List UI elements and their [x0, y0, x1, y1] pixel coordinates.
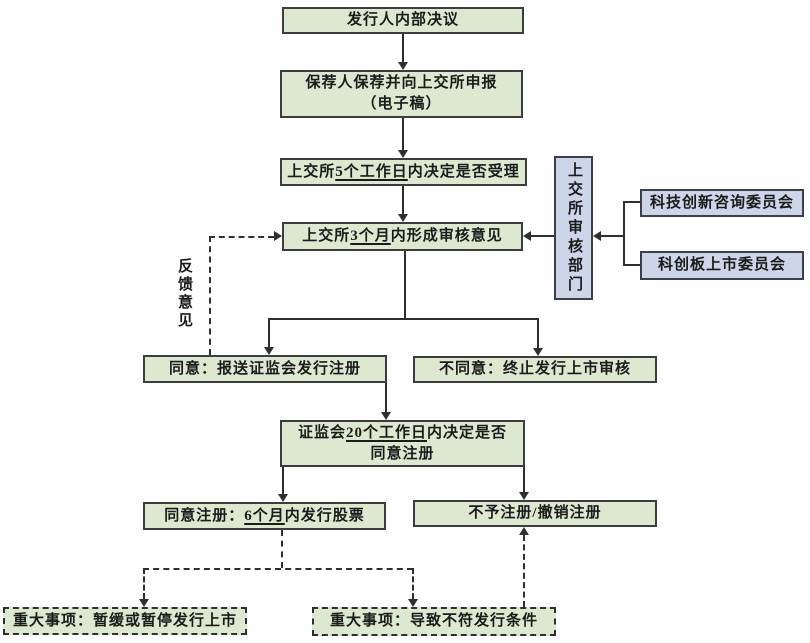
approve-dashed-stem [281, 530, 283, 568]
node-sse-audit-department: 上交所审核部门 [554, 156, 593, 300]
connector-split-to-disagree [537, 318, 539, 349]
node-sse-acceptance-underlined: 5个工作日 [335, 163, 408, 180]
connector-junction-to-dept [601, 235, 623, 237]
arrowhead-feedback-to-opinion [274, 231, 282, 241]
connector-csrc-to-approve [282, 467, 284, 495]
connector-listing-to-junction [623, 264, 640, 266]
arrowhead-csrc-to-approve [278, 494, 288, 502]
arrowhead-to-noncompliant [408, 599, 418, 607]
arrowhead-agree-to-csrc [381, 412, 391, 420]
noncompliant-to-deny-dashed [523, 535, 525, 607]
arrowhead-csrc-to-deny [519, 492, 529, 500]
approve-dashed-bar [143, 568, 413, 570]
node-csrc-text2: 内决定是否 [427, 424, 508, 441]
arrowhead-split-to-agree [264, 347, 274, 355]
feedback-dashed-horizontal [209, 236, 274, 238]
node-issuer-resolution: 发行人内部决议 [282, 7, 524, 34]
feedback-dashed-vertical [209, 236, 211, 355]
connector-issuer-to-sponsor [402, 34, 404, 63]
arrowhead-issuer-to-sponsor [398, 62, 408, 70]
node-sse-acceptance-text: 上交所 [287, 163, 336, 180]
connector-acceptance-to-opinion [402, 186, 404, 215]
node-csrc-underlined: 20个工作日 [345, 424, 427, 441]
node-major-event-noncompliant-label: 重大事项：导致不符发行条件 [329, 613, 538, 629]
connector-sponsor-to-acceptance [402, 118, 404, 151]
feedback-opinion-label: 反馈意见 [176, 258, 192, 330]
node-sse-audit-department-label: 上交所审核部门 [566, 161, 582, 295]
arrowhead-split-to-disagree [533, 348, 543, 356]
node-sse-acceptance-text2: 内决定是否受理 [407, 163, 520, 180]
node-disagree-label: 不同意：终止发行上市审核 [438, 361, 631, 377]
dashed-to-suspend [143, 568, 145, 599]
connector-csrc-to-deny [523, 467, 525, 493]
node-sse-opinion-underlined: 3个月 [350, 228, 391, 244]
arrowhead-dept-to-opinion [523, 231, 531, 241]
node-approve-registration: 同意注册：6个月内发行股票 [143, 502, 386, 530]
node-issuer-resolution-label: 发行人内部决议 [346, 12, 459, 28]
node-deny-label: 不予注册/撤销注册 [468, 505, 602, 521]
connector-dept-to-opinion [531, 235, 554, 237]
connector-advisory-to-junction [623, 201, 640, 203]
node-sponsor-filing: 保荐人保荐并向上交所申报 （电子稿） [280, 70, 523, 118]
dashed-to-noncompliant [412, 568, 414, 599]
node-major-event-suspend-label: 重大事项：暂缓或暂停发行上市 [12, 612, 237, 629]
node-sse-opinion-text: 上交所 [302, 228, 351, 244]
arrowhead-to-suspend [139, 599, 149, 607]
node-disagree-terminate: 不同意：终止发行上市审核 [413, 356, 657, 383]
arrowhead-acceptance-to-opinion [398, 214, 408, 222]
node-major-event-noncompliant: 重大事项：导致不符发行条件 [312, 607, 556, 636]
arrowhead-noncompliant-to-deny [519, 527, 529, 535]
node-star-listing-committee: 科创板上市委员会 [640, 251, 804, 280]
node-tech-innovation-advisory-committee: 科技创新咨询委员会 [640, 189, 804, 217]
node-advisory-label: 科技创新咨询委员会 [649, 194, 794, 211]
connector-committee-junction [623, 201, 625, 266]
connector-agree-to-csrc [385, 383, 387, 413]
connector-split-to-agree [268, 318, 270, 348]
connector-opinion-split-bar [268, 318, 539, 320]
arrowhead-sponsor-to-acceptance [398, 150, 408, 158]
node-approve-underlined: 6个月 [244, 507, 285, 524]
node-agree-label: 同意：报送证监会发行注册 [168, 360, 361, 377]
node-sponsor-filing-line2: （电子稿） [361, 96, 442, 112]
arrowhead-junction-to-dept [593, 231, 601, 241]
node-approve-text2: 内发行股票 [284, 507, 365, 524]
node-csrc-decision: 证监会20个工作日内决定是否 同意注册 [280, 420, 525, 467]
node-deny-or-revoke-registration: 不予注册/撤销注册 [413, 500, 657, 527]
node-csrc-decision-line2: 同意注册 [370, 445, 435, 462]
node-agree-submit-csrc: 同意：报送证监会发行注册 [143, 355, 387, 383]
node-csrc-decision-line1: 证监会20个工作日内决定是否 [298, 423, 507, 444]
node-major-event-suspend: 重大事项：暂缓或暂停发行上市 [3, 607, 247, 635]
connector-opinion-split-stem [404, 251, 406, 320]
node-sse-opinion-text2: 内形成审核意见 [390, 228, 503, 244]
node-approve-text: 同意注册： [164, 507, 245, 524]
node-listing-committee-label: 科创板上市委员会 [657, 257, 786, 273]
node-sponsor-filing-line1: 保荐人保荐并向上交所申报 [305, 75, 498, 91]
node-csrc-text: 证监会 [297, 424, 346, 441]
